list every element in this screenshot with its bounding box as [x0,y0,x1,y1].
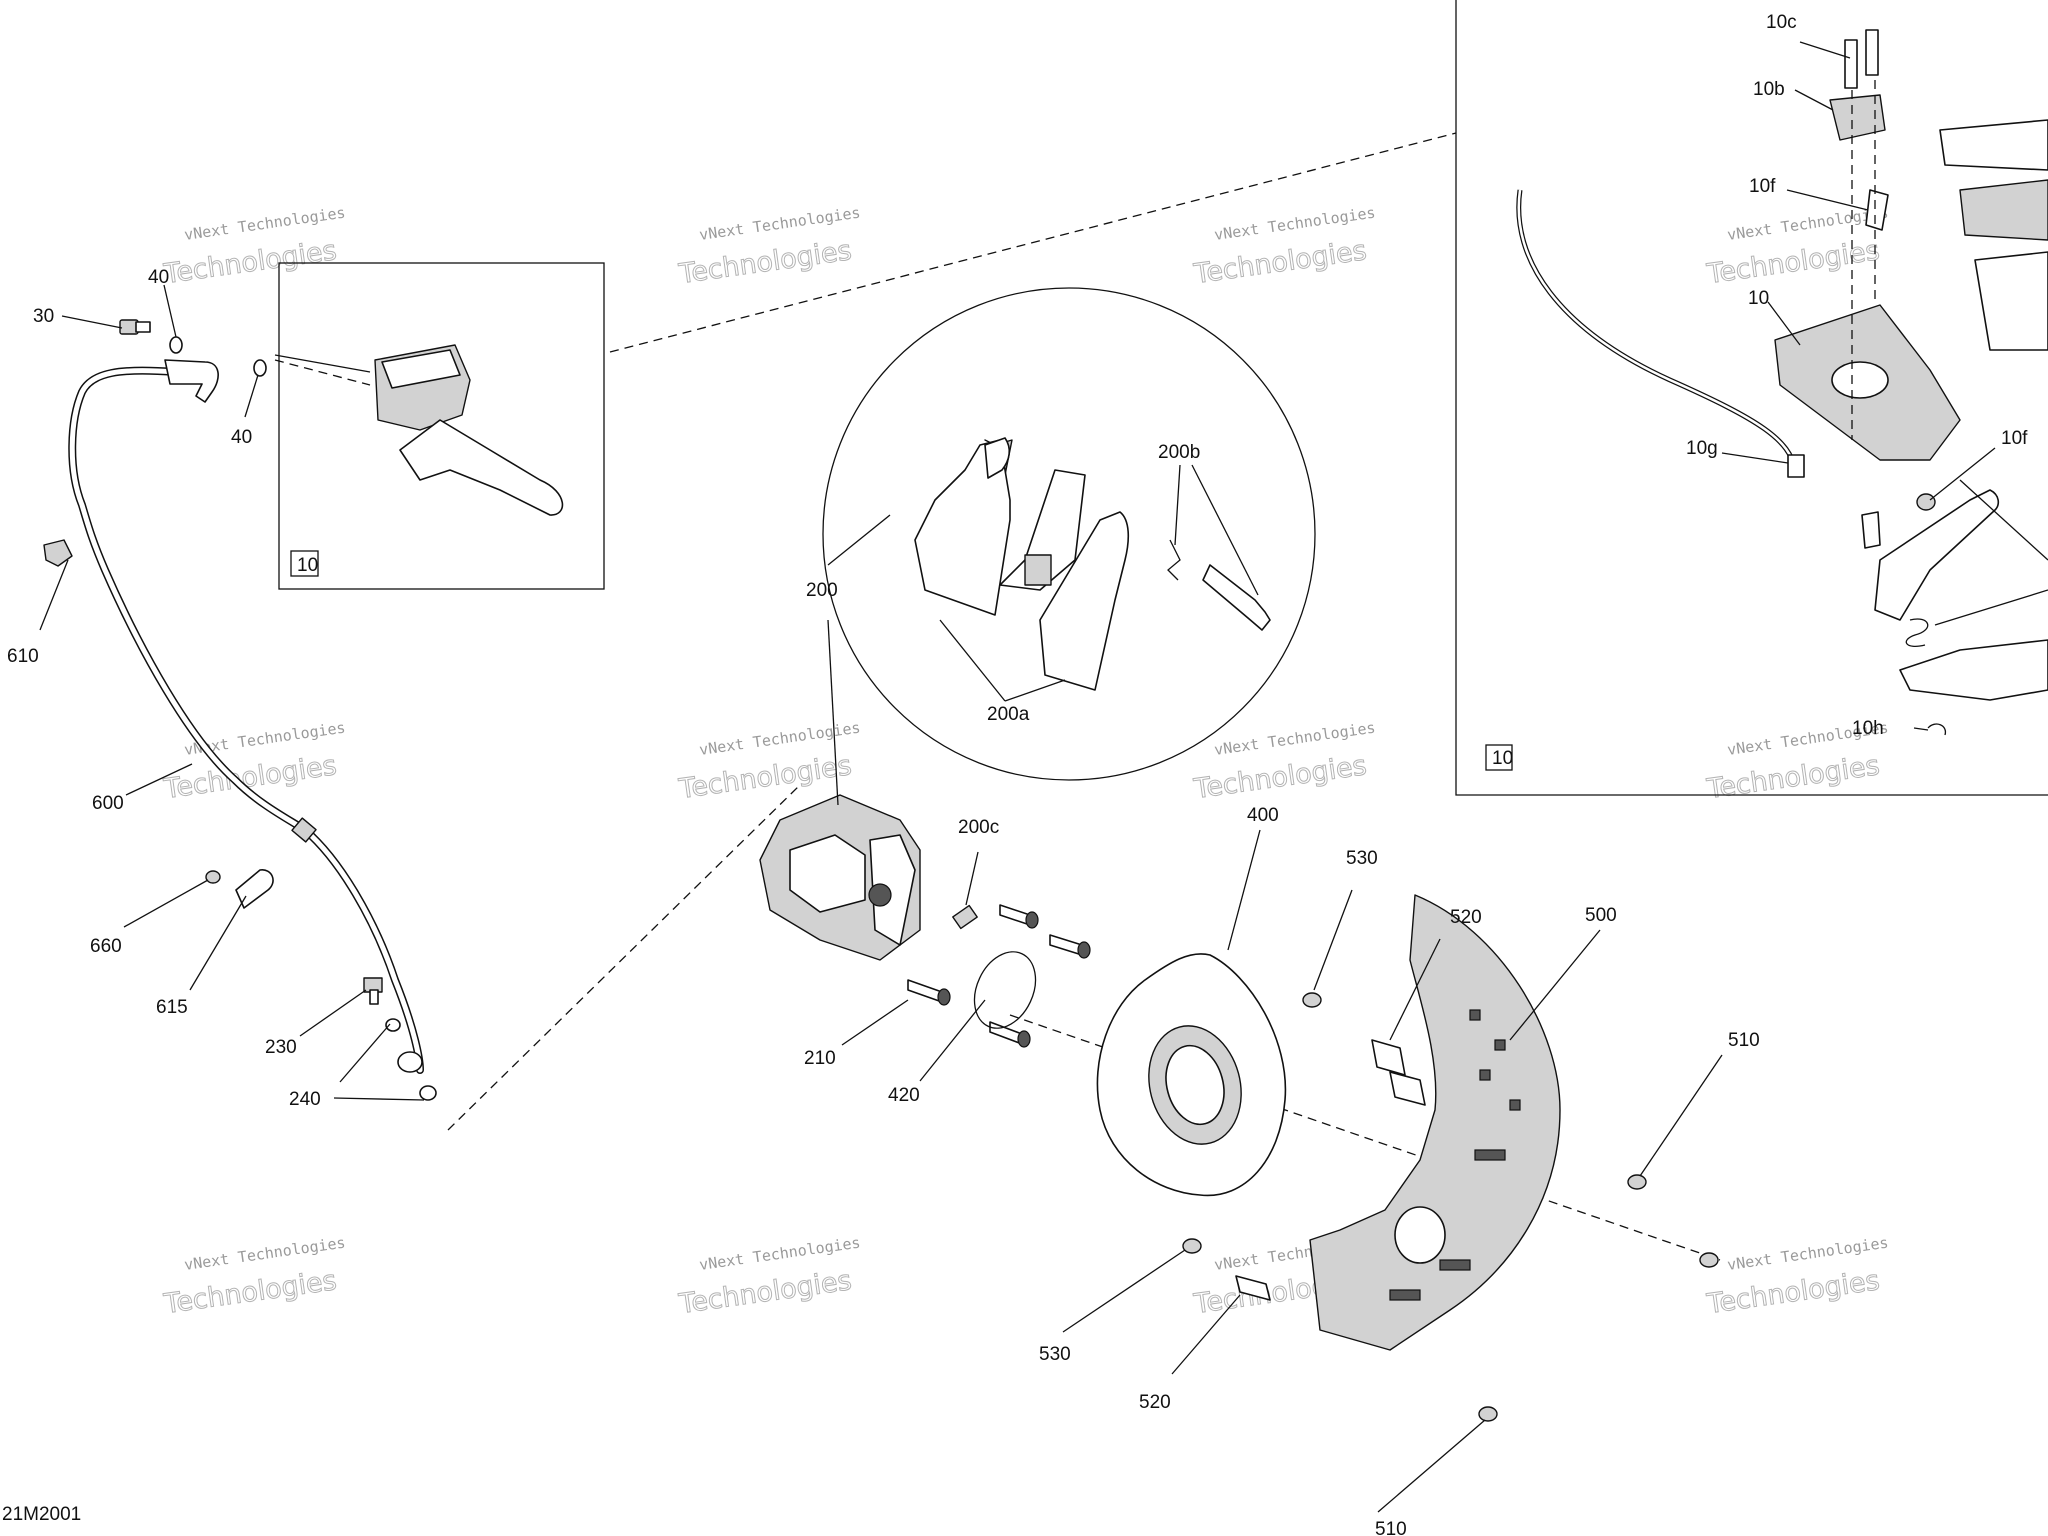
diagram-code: 21M2001 [2,1504,81,1525]
callout-600: 600 [92,793,124,814]
brake-pad-b [1039,511,1130,691]
callout-10-box: 10 [297,555,318,576]
callout-615: 615 [156,997,188,1018]
nut-660 [205,870,221,884]
lever-10 [1874,489,2000,621]
rotor-guard-500 [1309,894,1561,1351]
watermark: vNext Technologies Technologies [1704,1234,1890,1321]
callout-520-a: 520 [1450,907,1482,928]
callout-400: 400 [1247,805,1279,826]
callout-210: 210 [804,1048,836,1069]
spacers-520 [1235,1039,1426,1301]
brake-hose-600 [68,366,424,1074]
watermark: vNext Technologies Technologies [676,719,862,806]
callout-40-a: 40 [148,267,169,288]
washer-40-a [169,336,183,354]
brake-rotor-400 [1096,953,1287,1197]
callout-230: 230 [265,1037,297,1058]
spring [1905,618,1929,647]
washer-40-b [253,359,267,377]
callout-530-a: 530 [1346,848,1378,869]
o-ring-420 [973,951,1037,1029]
screw-10c-b [1865,29,1879,76]
brake-pad-a [914,439,1011,616]
callout-10h: 10h [1852,718,1884,739]
callout-10: 10 [1748,288,1769,309]
hose-ferrule [291,817,317,843]
pin-clip [1167,539,1181,581]
callout-30: 30 [33,306,54,327]
clip-10h [1927,723,1947,736]
screws-510-530 [1182,992,1719,1422]
callout-420: 420 [888,1085,920,1106]
watermark: vNext Technologies Technologies [1191,204,1377,291]
watermark: vNext Technologies Technologies [161,719,347,806]
pad-retaining-pin [1202,564,1271,631]
bolts-210 [907,904,1091,1048]
bolt-lever [1861,511,1881,549]
callout-200: 200 [806,580,838,601]
bolt-230 [363,977,383,1005]
dashed-axis-caliper [447,784,801,1131]
screw-10c [1844,39,1858,89]
callout-200c: 200c [958,817,999,838]
lever-lower [1899,639,2048,701]
hose-banjo-fitting-top [164,359,219,403]
callout-labels: 30 40 40 610 600 660 615 230 240 200 200… [7,12,2028,1536]
callout-10b: 10b [1753,79,1785,100]
banjo-bolt-30 [119,319,151,335]
callout-10c: 10c [1766,12,1797,33]
reservoir-diaphragm [1959,179,2048,241]
reservoir-cap [1939,119,2048,171]
clamp-10b [1829,94,1886,141]
callout-610: 610 [7,646,39,667]
callout-200a: 200a [987,704,1030,725]
watermark: vNext Technologies Technologies [676,204,862,291]
callout-10-inset: 10 [1492,748,1513,769]
callout-510-a: 510 [1728,1030,1760,1051]
callout-510-b: 510 [1375,1519,1407,1536]
hose-banjo-fitting-bottom [397,1051,423,1073]
brake-hose-assembly [68,359,424,1074]
brake-lever [399,419,564,516]
callout-660: 660 [90,936,122,957]
brake-caliper-200 [759,794,921,961]
bleeder-200c [952,904,978,930]
callout-10g: 10g [1686,438,1718,459]
callout-520-b: 520 [1139,1392,1171,1413]
callout-40-b: 40 [231,427,252,448]
nut-10f-b [1916,493,1936,511]
leader-lines [39,41,1996,1513]
watermark: vNext Technologies Technologies [161,1234,347,1321]
watermark: vNext Technologies Technologies [161,204,347,291]
master-cylinder-detail-box: 10 [274,262,605,590]
callout-200b: 200b [1158,442,1200,463]
washer-240-b [419,1085,437,1101]
washer-240-a [385,1018,401,1032]
callout-500: 500 [1585,905,1617,926]
clip-610 [43,539,73,567]
master-cylinder-exploded-inset: 10 [1455,0,2048,796]
callout-240: 240 [289,1089,321,1110]
callout-10f-b: 10f [2001,428,2028,449]
brake-pad-detail-circle [822,287,1316,781]
watermark: vNext Technologies Technologies [676,1234,862,1321]
callout-10f-a: 10f [1749,176,1776,197]
reservoir-body [1974,251,2048,351]
zoom-connector-line [609,132,1457,353]
callout-530-b: 530 [1039,1344,1071,1365]
pivot-10f-a [1865,189,1889,231]
